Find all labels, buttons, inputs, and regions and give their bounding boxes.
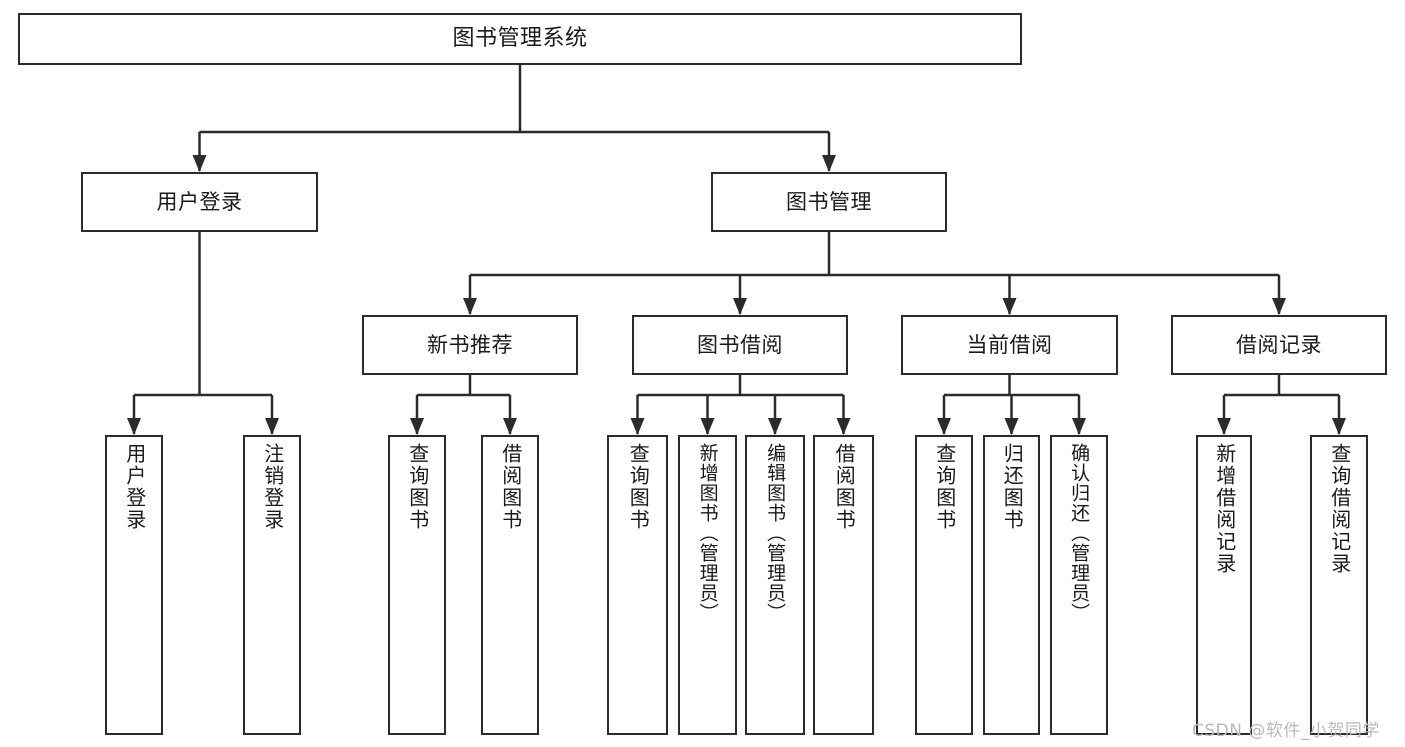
node-root[interactable]: 图书管理系统 <box>18 13 1022 65</box>
node-label: 查询图书 <box>932 443 957 531</box>
arrow-head <box>937 418 951 435</box>
node-leaf2[interactable]: 注销登录 <box>243 435 301 735</box>
arrow-head <box>503 418 517 435</box>
node-label: 归还图书 <box>1000 443 1025 531</box>
arrow-head <box>1072 418 1086 435</box>
node-records[interactable]: 借阅记录 <box>1171 315 1387 375</box>
arrow-head <box>1004 418 1019 435</box>
node-label: 借阅图书 <box>498 443 523 531</box>
node-leaf4[interactable]: 借阅图书 <box>481 435 539 735</box>
arrow-head <box>1272 298 1286 315</box>
arrow-head <box>463 298 477 315</box>
node-newbook[interactable]: 新书推荐 <box>362 315 578 375</box>
arrow-head <box>192 155 207 172</box>
node-label: 查询图书 <box>626 443 651 531</box>
arrow-head <box>265 418 279 435</box>
node-label: 新增图书（管理员） <box>696 443 719 623</box>
arrow-head <box>1332 418 1346 435</box>
node-label: 查询借阅记录 <box>1327 443 1352 575</box>
arrow-head <box>836 418 851 435</box>
node-leaf5[interactable]: 查询图书 <box>607 435 668 735</box>
arrow-head <box>1217 418 1231 435</box>
node-leaf13[interactable]: 查询借阅记录 <box>1310 435 1368 735</box>
arrow-head <box>733 298 747 315</box>
arrow-head <box>630 418 645 435</box>
node-label: 查询图书 <box>405 443 430 531</box>
node-leaf10[interactable]: 归还图书 <box>983 435 1040 735</box>
node-label: 用户登录 <box>122 443 147 531</box>
node-leaf3[interactable]: 查询图书 <box>388 435 446 735</box>
arrow-head <box>1002 298 1017 315</box>
arrow-head <box>768 418 782 435</box>
node-label: 新增借阅记录 <box>1212 443 1237 575</box>
node-label: 当前借阅 <box>966 332 1053 357</box>
node-leaf12[interactable]: 新增借阅记录 <box>1196 435 1252 735</box>
arrow-head <box>822 155 836 172</box>
node-leaf1[interactable]: 用户登录 <box>105 435 163 735</box>
arrow-head <box>700 418 715 435</box>
node-label: 注销登录 <box>260 443 285 531</box>
node-leaf6[interactable]: 新增图书（管理员） <box>678 435 737 735</box>
arrow-head <box>127 418 141 435</box>
node-label: 图书管理系统 <box>452 26 588 52</box>
node-leaf8[interactable]: 借阅图书 <box>813 435 874 735</box>
watermark: CSDN @软件_小贺同学 <box>1192 721 1380 741</box>
node-current[interactable]: 当前借阅 <box>901 315 1118 375</box>
node-login[interactable]: 用户登录 <box>81 172 318 232</box>
node-leaf7[interactable]: 编辑图书（管理员） <box>745 435 805 735</box>
node-borrow[interactable]: 图书借阅 <box>632 315 848 375</box>
node-label: 确认归还（管理员） <box>1068 443 1091 623</box>
arrow-head <box>410 418 424 435</box>
node-label: 新书推荐 <box>427 332 513 357</box>
node-label: 编辑图书（管理员） <box>764 443 787 623</box>
node-leaf9[interactable]: 查询图书 <box>915 435 973 735</box>
node-label: 借阅记录 <box>1236 332 1322 357</box>
node-label: 用户登录 <box>156 189 243 214</box>
node-bookmgmt[interactable]: 图书管理 <box>711 172 947 232</box>
node-leaf11[interactable]: 确认归还（管理员） <box>1050 435 1108 735</box>
node-label: 借阅图书 <box>832 443 857 531</box>
node-label: 图书管理 <box>786 189 872 214</box>
node-label: 图书借阅 <box>697 332 783 357</box>
